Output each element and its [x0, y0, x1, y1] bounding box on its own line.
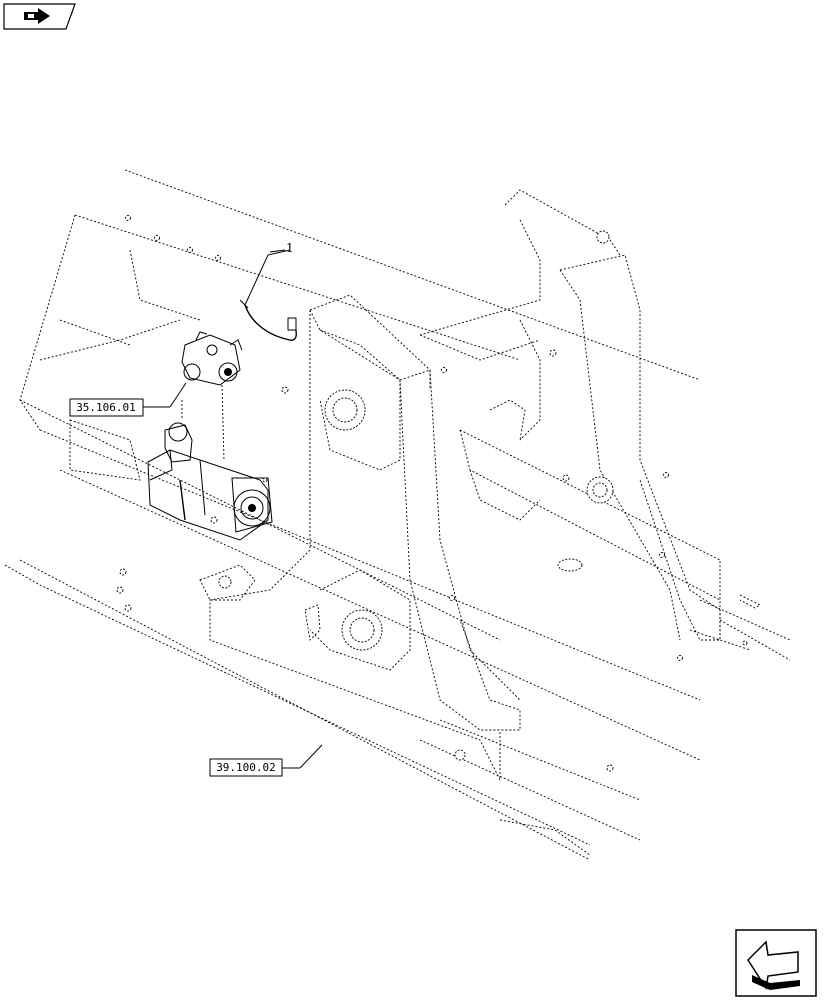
ref-label-39: 39.100.02 — [216, 761, 276, 774]
hydraulic-pump — [147, 384, 273, 541]
chassis-frame — [4, 169, 791, 861]
ref-39-100-02-link[interactable]: 39.100.02 — [209, 744, 323, 777]
next-page-arrow-icon — [747, 940, 800, 991]
front-upright-frame — [199, 294, 521, 781]
control-valve — [181, 331, 243, 386]
callout-item-1: 1 — [269, 241, 294, 255]
ref-label-35: 35.106.01 — [76, 401, 136, 414]
prev-page-button[interactable] — [3, 3, 76, 30]
wire-harness — [239, 249, 297, 341]
callout-number: 1 — [286, 241, 294, 255]
prev-page-arrow-icon — [24, 8, 50, 24]
ref-35-106-01-link[interactable]: 35.106.01 — [69, 382, 187, 417]
next-page-button[interactable] — [735, 929, 817, 997]
rear-upright-frame — [419, 189, 761, 641]
